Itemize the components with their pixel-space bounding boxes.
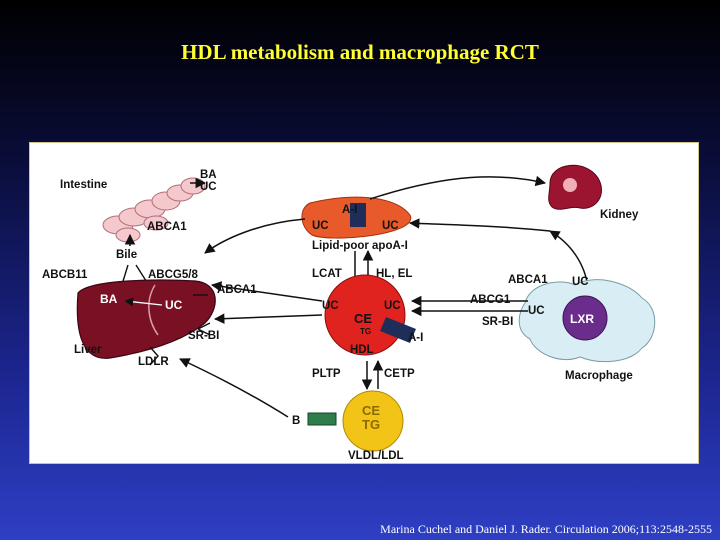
liver-shape — [76, 279, 216, 359]
sr-bi-liver-mark — [197, 322, 211, 336]
vldl-ldl-particle — [342, 390, 404, 452]
mac-uc-to-apoa1-arrow — [408, 218, 551, 232]
hl-el-label: HL, EL — [376, 268, 412, 280]
citation: Marina Cuchel and Daniel J. Rader. Circu… — [380, 522, 712, 536]
liver-lobe-line — [148, 284, 159, 336]
intestine-label: Intestine — [60, 179, 107, 191]
liver-label: Liver — [74, 344, 102, 356]
hdl-particle — [324, 274, 406, 356]
hdl-ce-label: CE — [354, 311, 372, 326]
uc-right-label: UC — [382, 220, 399, 232]
cetp-label: CETP — [384, 368, 415, 380]
hdl-tg-label: TG — [360, 327, 371, 336]
slide-title: HDL metabolism and macrophage RCT — [181, 40, 539, 64]
lipid-poor-label: Lipid-poor apoA-I — [312, 240, 408, 252]
hdl-to-liver-abca1-arrow — [210, 281, 323, 302]
vldl-to-ldlr-arrow — [179, 358, 289, 418]
mac-uc-label: UC — [572, 276, 589, 288]
lxr-label: LXR — [570, 312, 594, 326]
hdl-apoa1-label: A-I — [408, 332, 423, 344]
macrophage-label: Macrophage — [565, 370, 633, 382]
abcg1-label: ABCG1 — [470, 294, 511, 306]
apoa1-top-block — [350, 203, 366, 227]
apob-block — [307, 412, 337, 426]
b-label: B — [292, 415, 300, 427]
ldlr-label: LDLR — [138, 356, 169, 368]
mac-uc2-label: UC — [528, 305, 545, 317]
pltp-label: PLTP — [312, 368, 341, 380]
abcb11-label: ABCB11 — [42, 269, 88, 281]
diagram-panel: Intestine BA UC ABCA1 Bile ABCB11 ABCG5/… — [29, 142, 699, 464]
vldl-ldl-label: VLDL/LDL — [348, 450, 404, 462]
vldl-ce-label: CE — [362, 403, 380, 418]
sr-bi-liver-label: SR-BI — [188, 330, 219, 342]
lxr-nucleus — [562, 295, 608, 341]
kidney-pelvis — [563, 178, 577, 192]
hdl-uc-left: UC — [322, 300, 339, 312]
hdl-to-liver-srbi-arrow — [213, 313, 323, 324]
hdl-apoa1-block — [380, 317, 416, 343]
sr-bi-mac-label: SR-BI — [482, 316, 513, 328]
hdl-uc-right: UC — [384, 300, 401, 312]
liver-uc-to-ba-arrow — [124, 297, 163, 307]
abcg5-8-label: ABCG5/8 — [148, 269, 198, 281]
hdl-metabolism-diagram: Intestine BA UC ABCA1 Bile ABCB11 ABCG5/… — [42, 164, 656, 462]
apoa1-to-kidney-arrow — [369, 175, 547, 200]
vldl-tg-label: TG — [362, 417, 380, 432]
apoa1-top-label: A-I — [342, 204, 357, 216]
kidney-label: Kidney — [600, 209, 639, 221]
ldlr-mark — [149, 346, 159, 366]
bile-label: Bile — [116, 249, 137, 261]
liver-uc-label: UC — [165, 298, 183, 312]
intestine-ba-label: BA — [200, 169, 217, 181]
liver-ba-label: BA — [100, 292, 118, 306]
apoa1-to-liver-arrow — [204, 218, 306, 254]
intestine-shape — [102, 177, 206, 243]
abca1-intestine-label: ABCA1 — [147, 221, 187, 233]
hdl-label: HDL — [350, 344, 374, 356]
abca1-mac-label: ABCA1 — [508, 274, 548, 286]
uc-left-label: UC — [312, 220, 329, 232]
lcat-label: LCAT — [312, 268, 342, 280]
